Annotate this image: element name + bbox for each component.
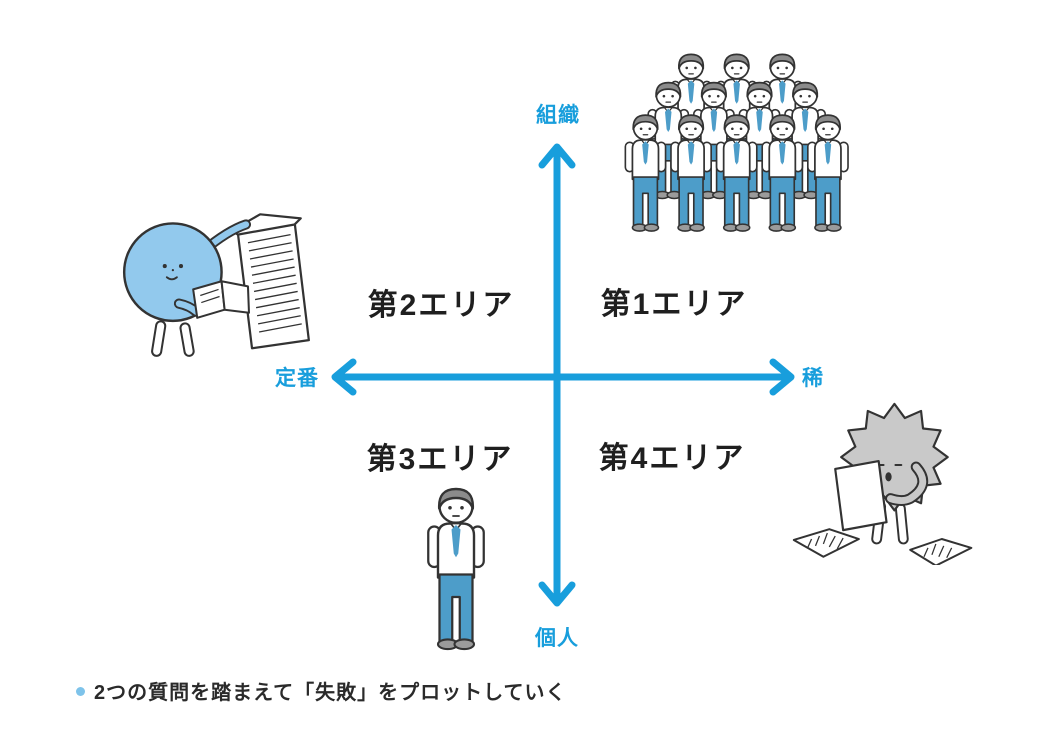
quadrant-label-area2: 第2エリア [367,289,515,322]
open-folder [192,280,250,319]
quadrant-label-area3: 第3エリア [366,443,514,476]
arrow-right-icon [769,358,795,396]
reading-sheet [834,459,888,532]
arrow-up-icon [538,143,576,169]
spiky-character-illustration [792,402,973,565]
quadrant-label-area1: 第1エリア [600,288,748,321]
scattered-paper-left [792,528,860,558]
scattered-paper-right [909,538,973,565]
bullet-dot-icon [76,687,85,696]
axis-label-top: 組織 [536,104,580,127]
axis-label-bottom: 個人 [535,627,579,650]
blue-round-character-illustration [122,213,310,357]
single-businessman-illustration [427,487,485,651]
axis-label-left: 定番 [275,367,319,390]
paper-stack [230,213,310,350]
caption-text: 2つの質問を踏まえて「失敗」をプロットしていく [94,682,567,704]
crowd-of-businessmen-illustration [624,53,849,232]
arrow-left-icon [331,358,357,396]
caption: 2つの質問を踏まえて「失敗」をプロットしていく [76,676,567,705]
quadrant-label-area4: 第4エリア [598,442,746,475]
axis-label-right: 稀 [802,367,824,390]
arrow-down-icon [538,581,576,607]
